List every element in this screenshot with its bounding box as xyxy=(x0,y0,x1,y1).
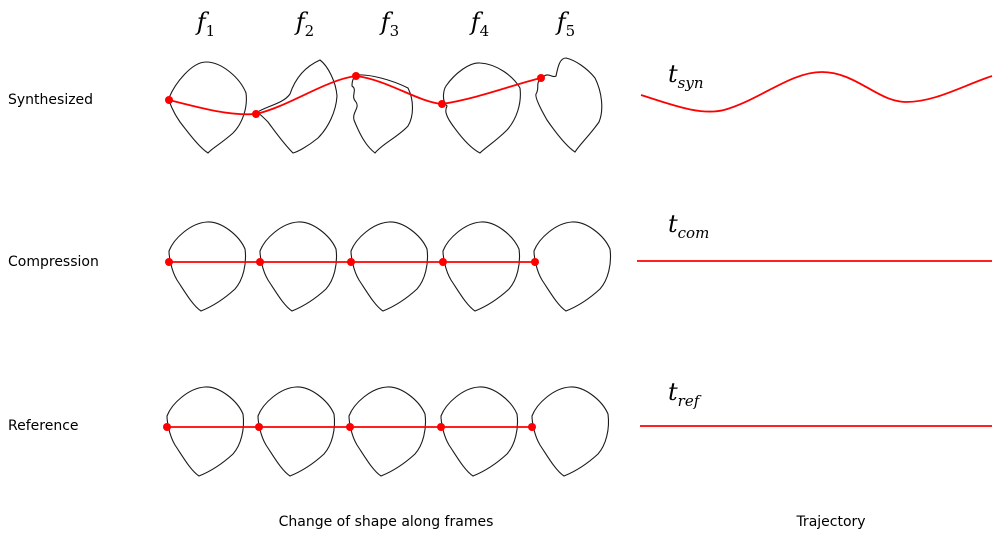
row-label-compression: Compression xyxy=(8,254,99,270)
landmark-dot xyxy=(528,423,536,431)
caption-shape-change: Change of shape along frames xyxy=(278,514,494,530)
shape-syn-5 xyxy=(535,57,603,153)
caption-trajectory: Trajectory xyxy=(796,514,866,530)
shape-com-5 xyxy=(533,221,612,312)
landmark-dot xyxy=(252,110,260,118)
shape-ref-5 xyxy=(531,386,610,477)
reference-row-shapes xyxy=(166,386,610,477)
shape-ref-4 xyxy=(440,386,519,477)
row-label-synthesized: Synthesized xyxy=(8,92,94,108)
frame-label-1: f1 xyxy=(196,8,216,40)
shape-syn-3 xyxy=(351,74,414,154)
trajectory-synthesized xyxy=(640,71,993,113)
synthesized-row-shapes xyxy=(168,57,603,154)
shape-com-3 xyxy=(350,221,429,312)
landmark-dot xyxy=(165,258,173,266)
landmark-dots-compression xyxy=(165,258,539,266)
landmark-dot xyxy=(165,96,173,104)
landmark-dot xyxy=(531,258,539,266)
row-label-reference: Reference xyxy=(8,418,79,434)
shape-syn-2 xyxy=(255,59,338,154)
shape-com-1 xyxy=(168,221,247,312)
frame-label-5: f5 xyxy=(556,8,576,40)
shape-com-4 xyxy=(442,221,521,312)
landmark-dots-reference xyxy=(163,423,536,431)
shape-syn-1 xyxy=(168,61,247,154)
landmark-dots-synthesized xyxy=(165,72,545,118)
landmark-dot xyxy=(537,74,545,82)
frame-label-3: f3 xyxy=(380,8,400,40)
frame-label-4: f4 xyxy=(470,8,490,40)
traj-label-syn: tsyn xyxy=(668,60,704,92)
landmark-dot xyxy=(439,258,447,266)
landmark-dot xyxy=(256,258,264,266)
landmark-dot xyxy=(347,258,355,266)
landmark-dot xyxy=(437,423,445,431)
shape-ref-2 xyxy=(257,386,336,477)
landmark-dot xyxy=(163,423,171,431)
shape-ref-1 xyxy=(166,386,245,477)
shape-com-2 xyxy=(259,221,338,312)
shape-ref-3 xyxy=(348,386,427,477)
landmark-dot xyxy=(346,423,354,431)
compression-row-shapes xyxy=(168,221,612,312)
shape-syn-4 xyxy=(442,62,521,154)
landmark-dot xyxy=(352,72,360,80)
traj-label-com: tcom xyxy=(668,210,710,242)
traj-label-ref: tref xyxy=(668,378,700,410)
landmark-curve-synthesized xyxy=(168,75,542,116)
frame-label-2: f2 xyxy=(295,8,315,40)
landmark-dot xyxy=(438,100,446,108)
landmark-dot xyxy=(255,423,263,431)
